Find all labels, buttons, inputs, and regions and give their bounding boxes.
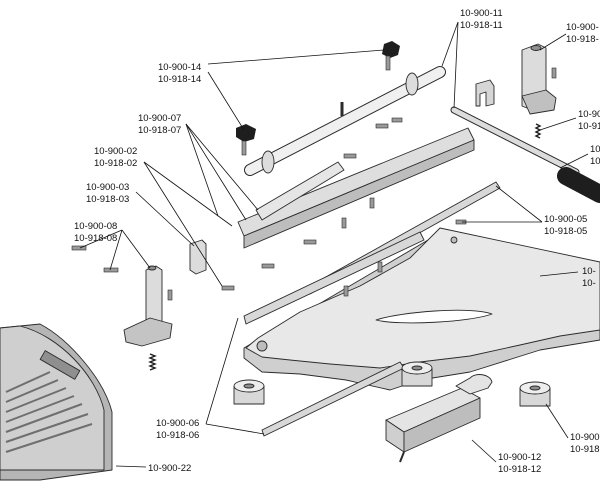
label-10-900-07: 10-900-07 <box>138 113 181 124</box>
label-10-900-11: 10-900-11 <box>460 8 503 19</box>
label-10-918-05: 10-918-05 <box>544 226 587 237</box>
triangular-base-part <box>243 227 600 391</box>
label-10-base-2: 10- <box>582 278 596 289</box>
spring-part <box>534 123 542 139</box>
part-labels: 10-900-11 10-918-11 10-900- 10-918- 10-9… <box>74 8 600 475</box>
foot-left-part <box>233 379 265 405</box>
label-10-900-22: 10-900-22 <box>148 463 191 474</box>
star-knob-left-part <box>236 124 256 156</box>
label-10-918-14: 10-918-14 <box>158 74 201 85</box>
screws-group <box>71 67 557 301</box>
label-10-918-11: 10-918-11 <box>460 20 503 31</box>
label-10-900-12: 10-900-12 <box>498 452 541 463</box>
star-knob-top-part <box>382 41 400 71</box>
label-10-918-06: 10-918-06 <box>156 430 199 441</box>
label-10-900-06: 10-900-06 <box>156 418 199 429</box>
clamp-part <box>385 374 493 463</box>
leader-lines <box>79 21 589 468</box>
label-10-handle-2: 10- <box>590 156 600 167</box>
shaft-part <box>244 66 446 176</box>
label-10-900-08: 10-900-08 <box>74 221 117 232</box>
label-10-918-foot: 10-918 <box>570 444 600 455</box>
label-10-900-03: 10-900-03 <box>86 182 129 193</box>
spring-lower-part <box>148 353 157 371</box>
left-bracket-part <box>123 265 173 347</box>
label-10-base: 10- <box>582 266 596 277</box>
label-10-91-spring: 10-91 <box>578 121 600 132</box>
top-bracket-part <box>521 43 557 115</box>
handle-rod-part <box>450 106 600 203</box>
label-10-918-03: 10-918-03 <box>86 194 129 205</box>
carry-case-part <box>0 323 113 481</box>
label-10-90-spring: 10-90 <box>578 109 600 120</box>
long-bar-upper-part <box>237 127 475 249</box>
foot-middle-part <box>401 361 433 387</box>
label-10-900-05: 10-900-05 <box>544 214 587 225</box>
rail-middle-part <box>243 231 425 325</box>
label-10-handle: 10 <box>590 144 600 155</box>
label-10-900-14: 10-900-14 <box>158 62 201 73</box>
label-10-918-08: 10-918-08 <box>74 233 117 244</box>
angled-plate-part <box>255 161 345 221</box>
label-10-918-07: 10-918-07 <box>138 125 181 136</box>
label-10-900-foot: 10-900 <box>570 432 600 443</box>
label-10-918-12: 10-918-12 <box>498 464 541 475</box>
foot-right-part <box>519 381 551 407</box>
label-10-918-bracket: 10-918- <box>566 34 599 45</box>
spring-clip-part <box>475 79 495 107</box>
label-10-900-bracket: 10-900- <box>566 22 599 33</box>
label-10-918-02: 10-918-02 <box>94 158 137 169</box>
label-10-900-02: 10-900-02 <box>94 146 137 157</box>
end-block-part <box>189 239 207 275</box>
